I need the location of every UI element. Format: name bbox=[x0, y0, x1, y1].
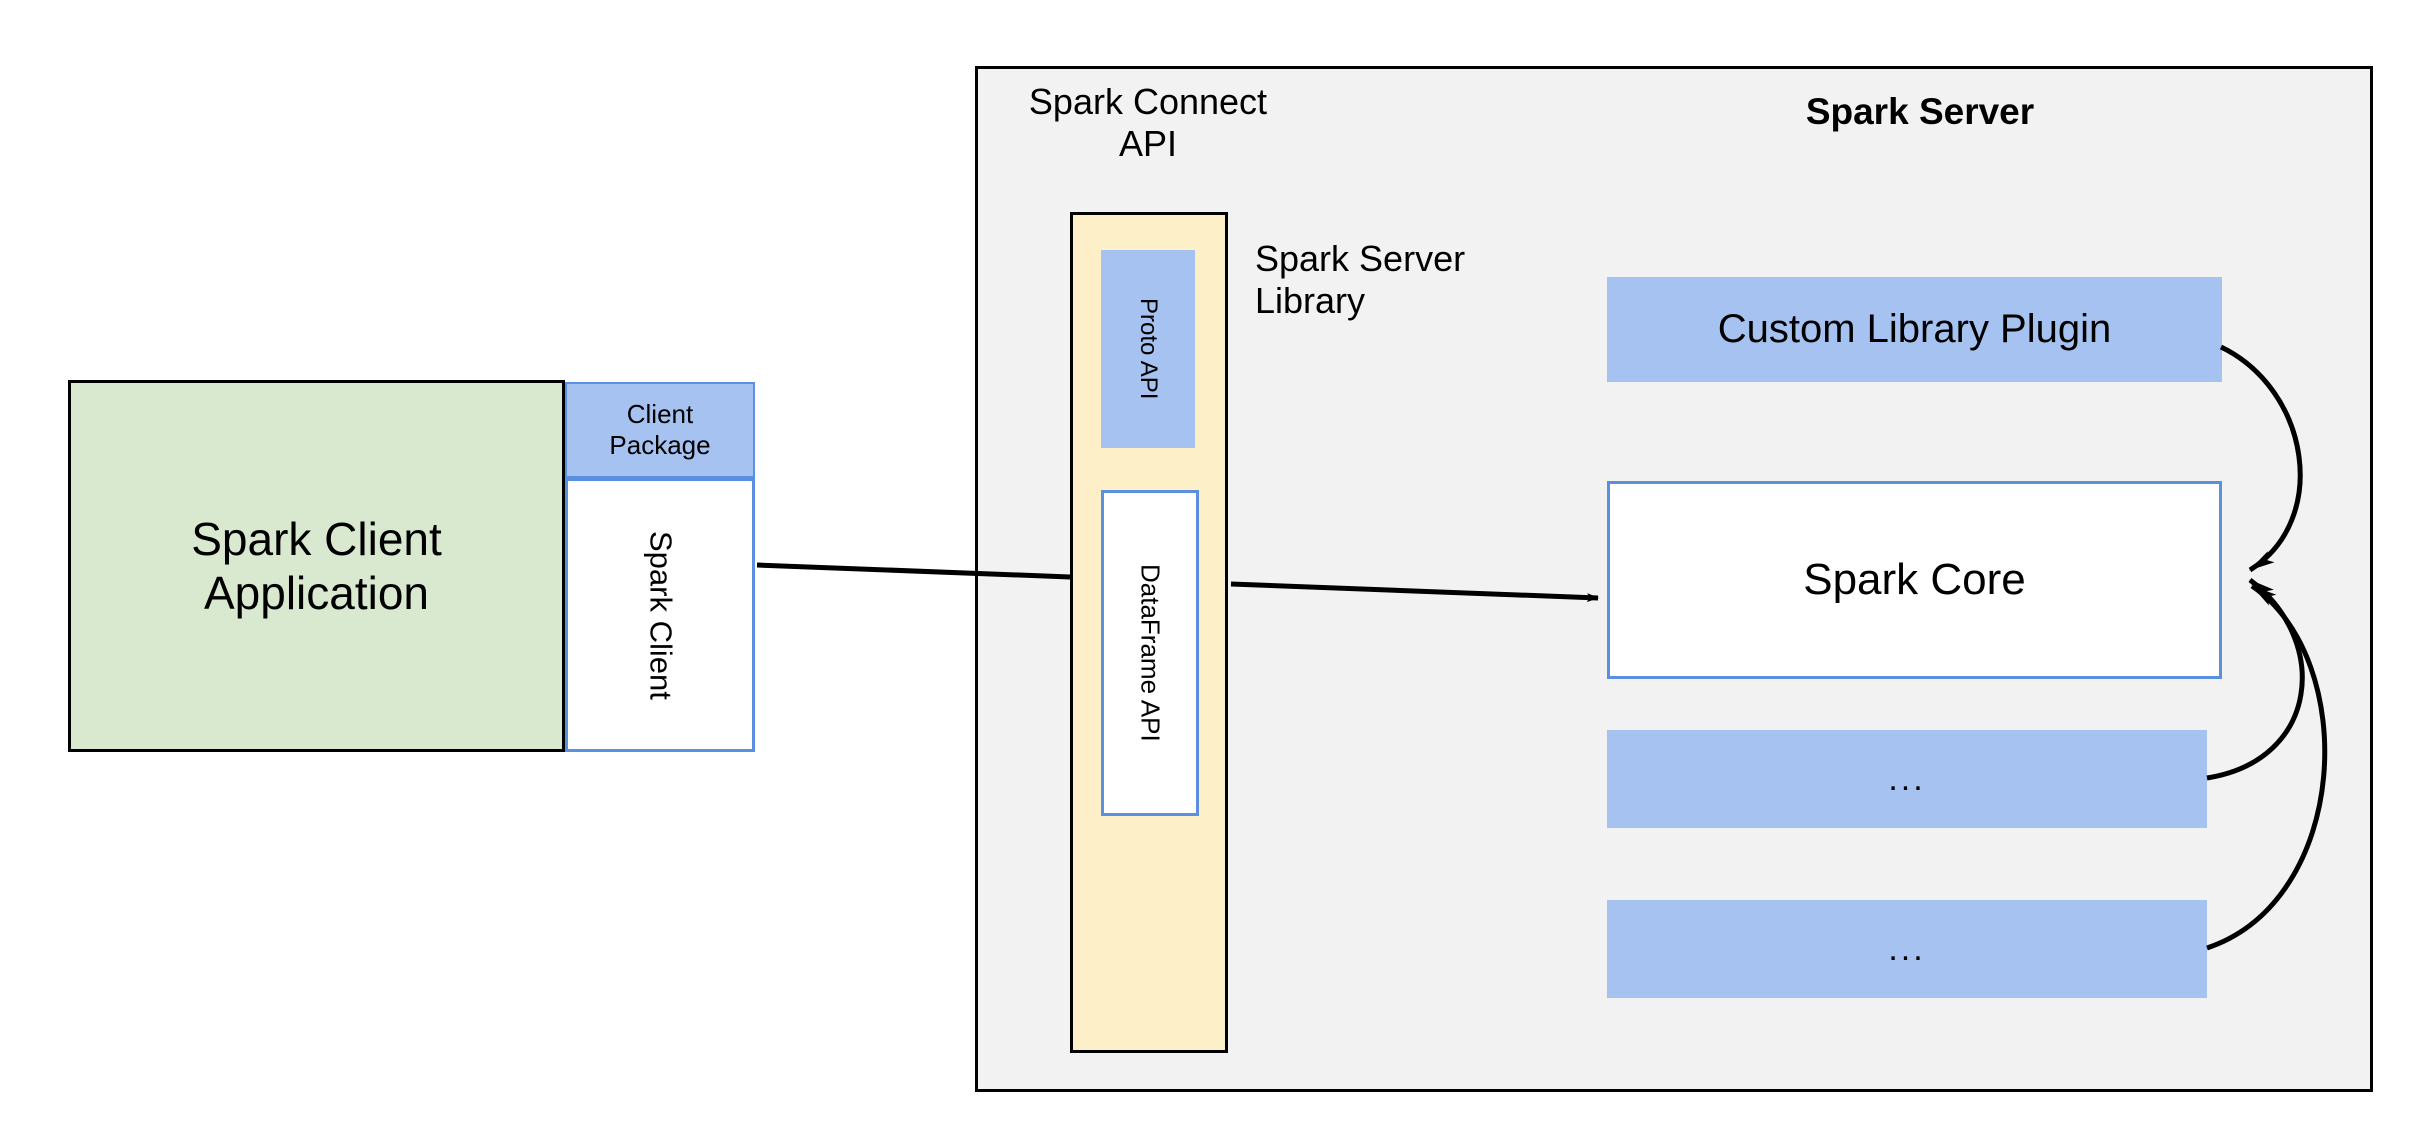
client-package-box: Client Package bbox=[565, 382, 755, 478]
spark-client-application-box: Spark Client Application bbox=[68, 380, 565, 752]
spark-server-library-text: Spark Server Library bbox=[1255, 238, 1466, 322]
spark-connect-api-label: Spark Connect API bbox=[1003, 66, 1293, 176]
proto-api-label: Proto API bbox=[1135, 298, 1163, 400]
dataframe-api-box: DataFrame API bbox=[1101, 490, 1199, 816]
custom-library-plugin-label: Custom Library Plugin bbox=[1717, 306, 2112, 351]
dataframe-api-label: DataFrame API bbox=[1135, 564, 1166, 742]
spark-server-title-text: Spark Server bbox=[1805, 91, 2035, 133]
component-placeholder-box-2: ... bbox=[1607, 900, 2207, 998]
proto-api-box: Proto API bbox=[1101, 250, 1195, 448]
custom-library-plugin-box: Custom Library Plugin bbox=[1607, 277, 2222, 382]
spark-core-box: Spark Core bbox=[1607, 481, 2222, 679]
spark-client-label: Spark Client bbox=[643, 530, 679, 700]
spark-server-library-label: Spark Server Library bbox=[1255, 238, 1545, 358]
spark-server-title: Spark Server bbox=[1650, 84, 2190, 140]
spark-client-application-label: Spark Client Application bbox=[191, 512, 442, 619]
spark-client-box: Spark Client bbox=[565, 478, 755, 752]
spark-core-label: Spark Core bbox=[1803, 555, 2026, 605]
component-placeholder-label-1: ... bbox=[1888, 759, 1926, 798]
component-placeholder-box-1: ... bbox=[1607, 730, 2207, 828]
client-package-label: Client Package bbox=[609, 399, 711, 460]
spark-connect-api-text: Spark Connect API bbox=[1028, 81, 1268, 165]
component-placeholder-label-2: ... bbox=[1888, 929, 1926, 968]
